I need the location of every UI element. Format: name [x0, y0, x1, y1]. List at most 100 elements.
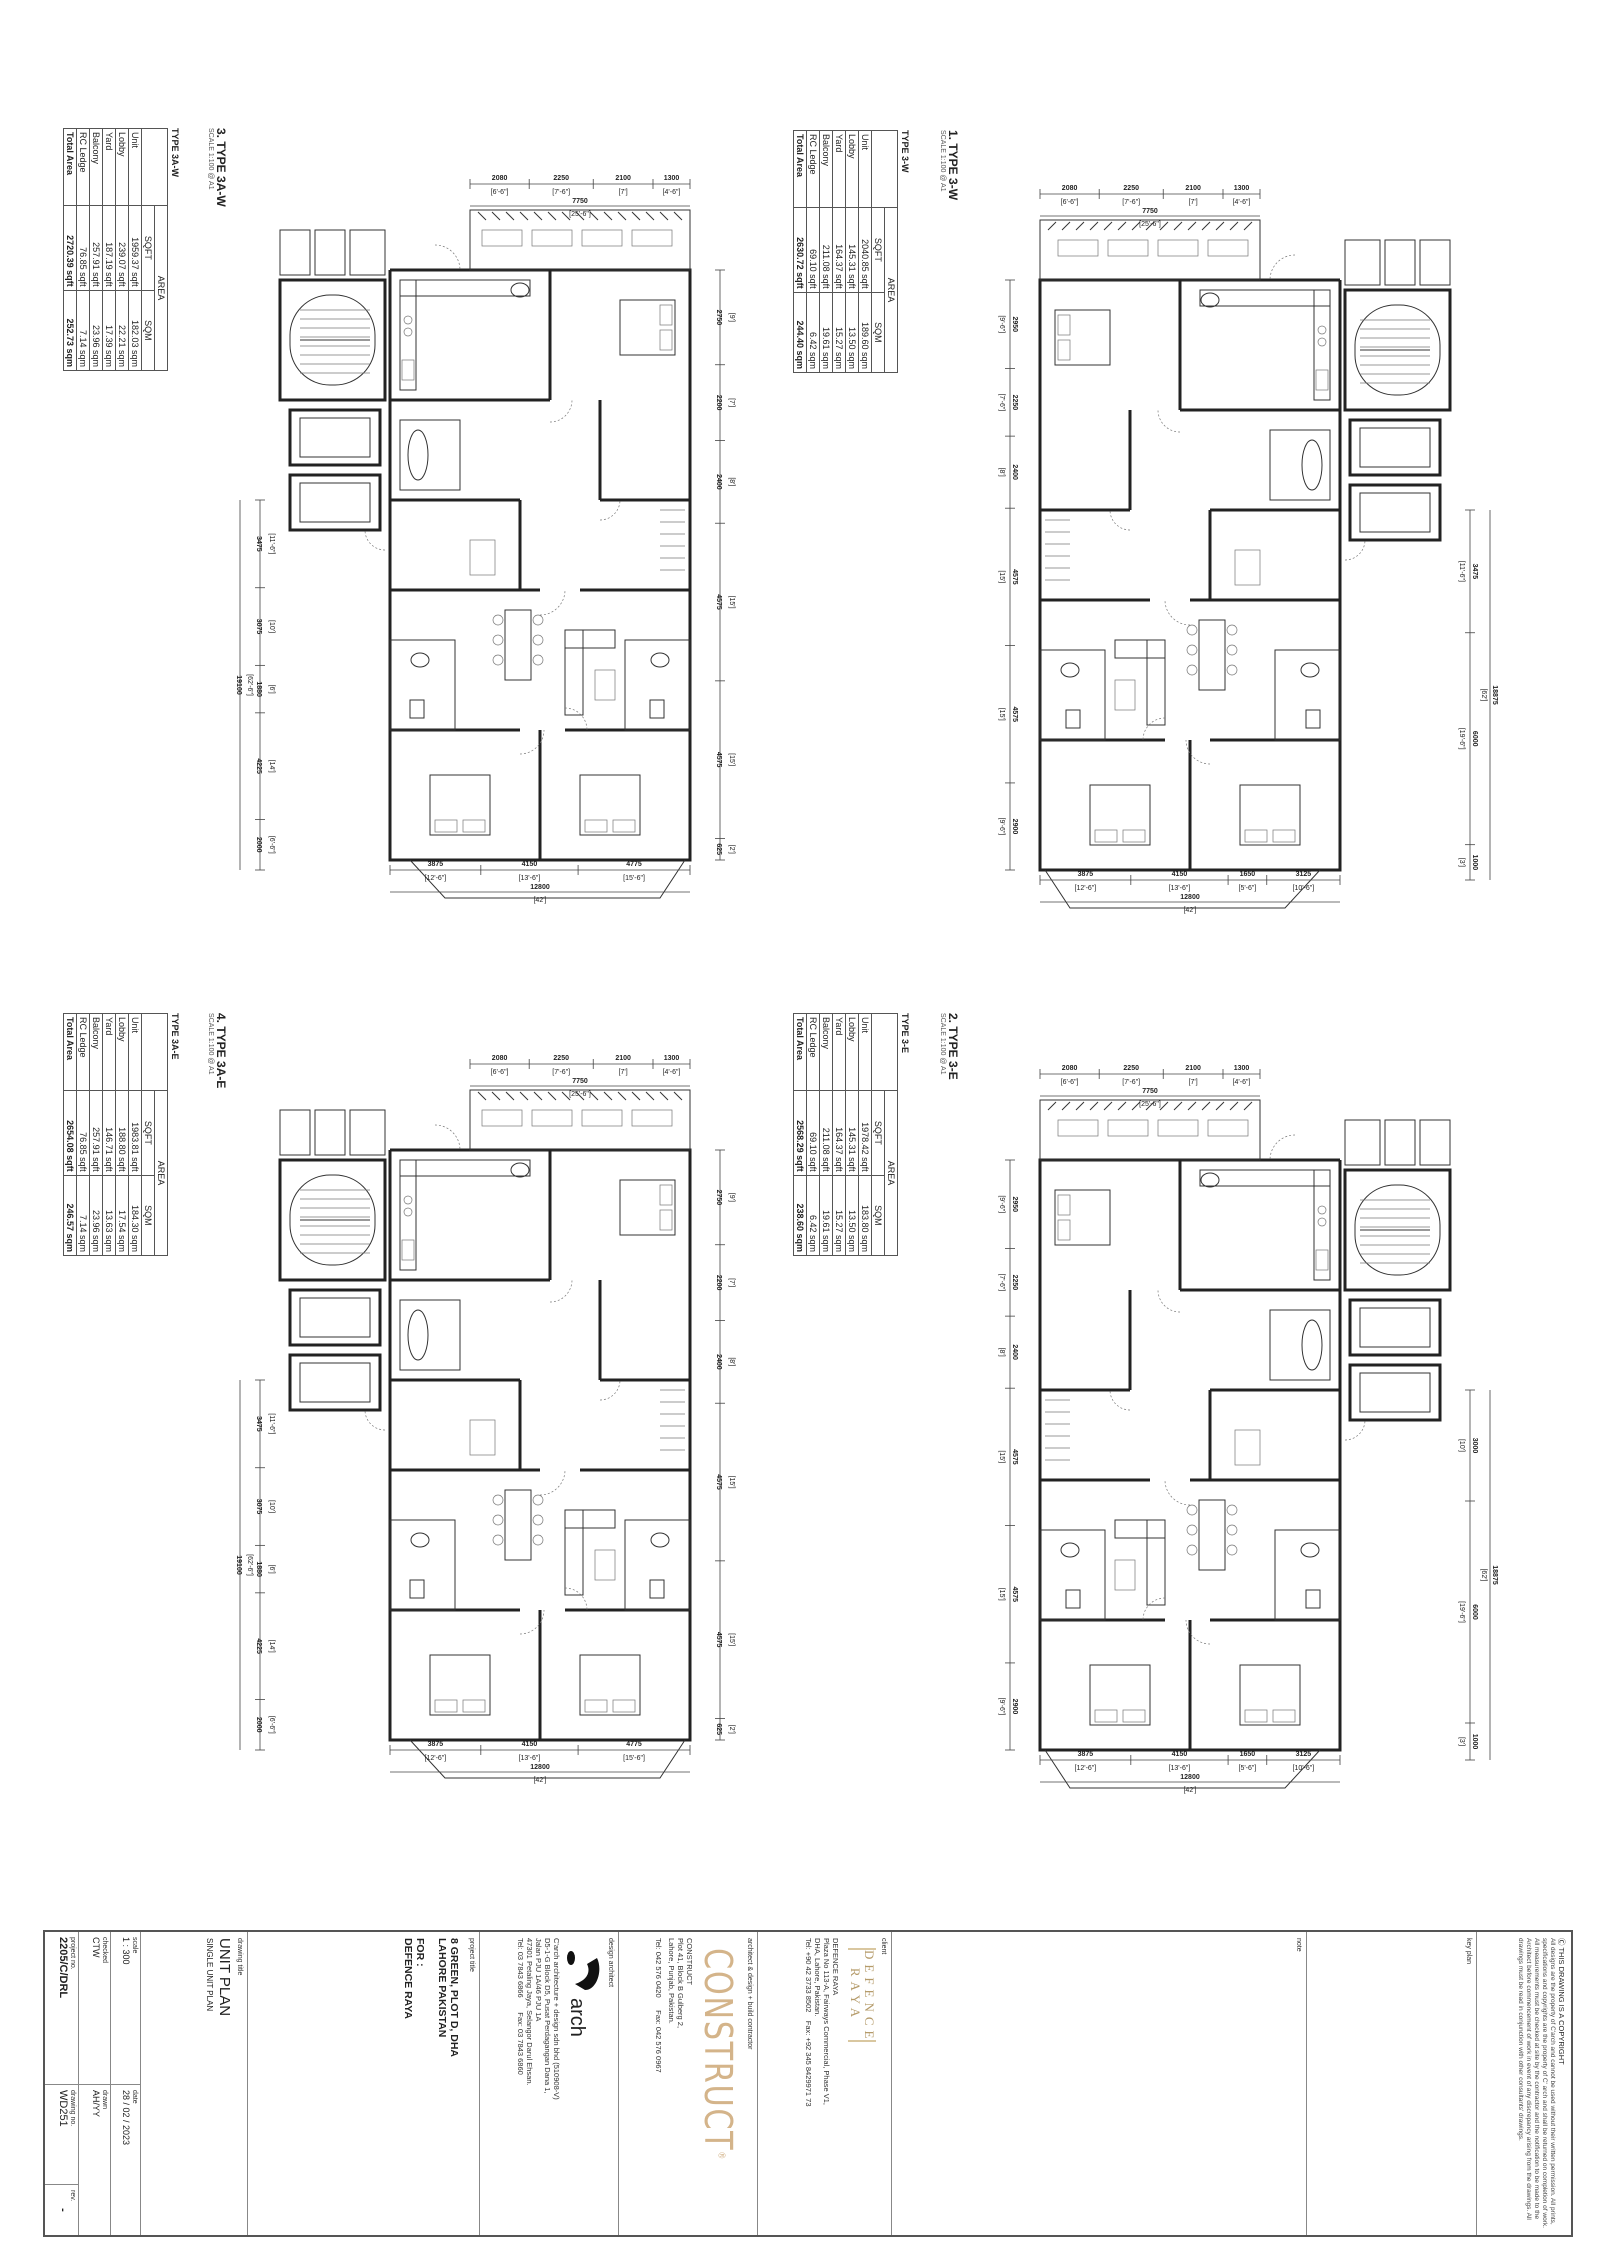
dimension-label: 3875 — [428, 861, 444, 868]
bathroom — [1274, 1529, 1341, 1621]
dimension-label: [15'] — [998, 708, 1005, 721]
dimension-label: 4150 — [1172, 1751, 1188, 1758]
toilet-icon — [510, 1162, 530, 1178]
dimension-label: [9'] — [728, 313, 735, 322]
door-swing — [1142, 1597, 1166, 1621]
elec-room — [314, 1109, 346, 1156]
louvre — [575, 211, 585, 221]
louvre — [477, 211, 487, 221]
louvre — [1215, 221, 1225, 231]
louvre — [533, 1091, 543, 1101]
dimension-label: [7'-6"] — [998, 1273, 1005, 1291]
dimension-label: [8'] — [728, 477, 735, 486]
stair-core — [278, 278, 387, 402]
dimension-label: [6'-6"] — [1061, 1079, 1079, 1086]
chair-icon — [1186, 1544, 1198, 1556]
dimension-label: 3875 — [428, 1741, 444, 1748]
architect-tel: Tel: 042 576 0420 — [654, 1938, 663, 1998]
stair-core — [1343, 1168, 1452, 1292]
row-sqft: 1978.42 sqft — [858, 1090, 872, 1176]
dimension-label: [12'-6"] — [1075, 885, 1097, 892]
louvre — [547, 1091, 557, 1101]
dimension-label: 4575 — [715, 1474, 722, 1490]
dimension-label: [10'] — [268, 620, 275, 633]
bathtub-icon — [1301, 439, 1323, 491]
toilet-icon — [410, 652, 430, 668]
louvre — [477, 1091, 487, 1101]
client-name: DEFENCE RAYA — [831, 1938, 840, 1996]
louvre — [1131, 1101, 1141, 1111]
dimension-label: 3125 — [1296, 1751, 1312, 1758]
door-swing — [564, 707, 588, 731]
louvre — [533, 211, 543, 221]
kitchen-counter — [1199, 289, 1331, 307]
row-sqft: 211.08 sqft — [819, 207, 833, 293]
elec-room — [1384, 1119, 1416, 1166]
ac-ledge — [1207, 1119, 1249, 1137]
dimension-label: 4775 — [626, 861, 642, 868]
dimension-label: 2100 — [615, 175, 631, 182]
dimension-total: [42'] — [1183, 907, 1196, 914]
dimension-label: 2000 — [255, 837, 262, 853]
dimension-label: [7'-6"] — [998, 393, 1005, 411]
architect-section: architect & design + build contractor CO… — [618, 1932, 757, 2235]
row-sqm: 6.42 sqm — [806, 292, 820, 373]
bathtub-icon — [407, 1309, 429, 1361]
row-sqm: 17.39 sqm — [102, 290, 116, 371]
stair-core — [1343, 288, 1452, 412]
row-label: RC Ledge — [76, 128, 90, 206]
louvre — [1117, 221, 1127, 231]
chair-icon — [1226, 644, 1238, 656]
door-swing — [1185, 1619, 1211, 1645]
plan-heading: 2. TYPE 3-E SCALE 1:100 @ A1 — [935, 1013, 960, 1273]
desk-icon — [469, 1419, 496, 1456]
logo-line: DEFENCE — [862, 1950, 877, 2044]
dimension-label: [19'-6"] — [1458, 728, 1465, 750]
lift-car — [299, 1297, 371, 1338]
project-no-cell: project no.2205/C/DRL — [45, 1932, 78, 2085]
row-label: Unit — [128, 128, 142, 206]
yard — [1039, 219, 1261, 281]
ref-room — [279, 1109, 311, 1156]
sqft-header: SQFT — [871, 1090, 885, 1176]
door-swing — [1109, 509, 1131, 531]
louvre — [1103, 1101, 1113, 1111]
ref-room — [1419, 1119, 1451, 1166]
lift-car — [1359, 427, 1431, 468]
door-swing — [1344, 1419, 1366, 1441]
client-address: Plaza No 113-A, Fairways Commercial, Pha… — [822, 1938, 831, 2106]
dimension-total: [62'-6"] — [246, 1554, 253, 1576]
plan-scale: SCALE 1:100 @ A1 — [207, 128, 214, 190]
pillow — [1057, 1194, 1071, 1216]
architect-address: Lahore, Punjab, Pakistan. — [667, 1938, 676, 2024]
louvre — [603, 1091, 613, 1101]
louvre — [547, 211, 557, 221]
dimension-label: [7'] — [619, 1069, 628, 1076]
ac-ledge — [631, 1109, 673, 1127]
louvre — [645, 211, 655, 221]
blank-cell — [141, 128, 168, 206]
desk-icon — [1234, 1429, 1261, 1466]
project-title-section: project title 8 GREEN, PLOT D, DHA LAHOR… — [247, 1932, 479, 2235]
title-block: Ⓒ THIS DRAWING IS A COPYRIGHT All design… — [43, 1930, 1573, 2237]
sink-icon — [649, 1579, 665, 1599]
louvre — [1201, 221, 1211, 231]
louvre — [1187, 1101, 1197, 1111]
louvre — [575, 1091, 585, 1101]
dimension-total: [62'-6"] — [246, 674, 253, 696]
architect-contact: Tel: 042 576 0420 Fax: 042 576 0967 — [654, 1938, 663, 2229]
dimension-label: [7'] — [1189, 1079, 1198, 1086]
stair-core — [278, 1158, 387, 1282]
ac-ledge — [1107, 239, 1149, 257]
ref-room — [279, 229, 311, 276]
bed-icon — [1054, 1189, 1111, 1246]
dimension-total: [42'] — [1183, 1787, 1196, 1794]
